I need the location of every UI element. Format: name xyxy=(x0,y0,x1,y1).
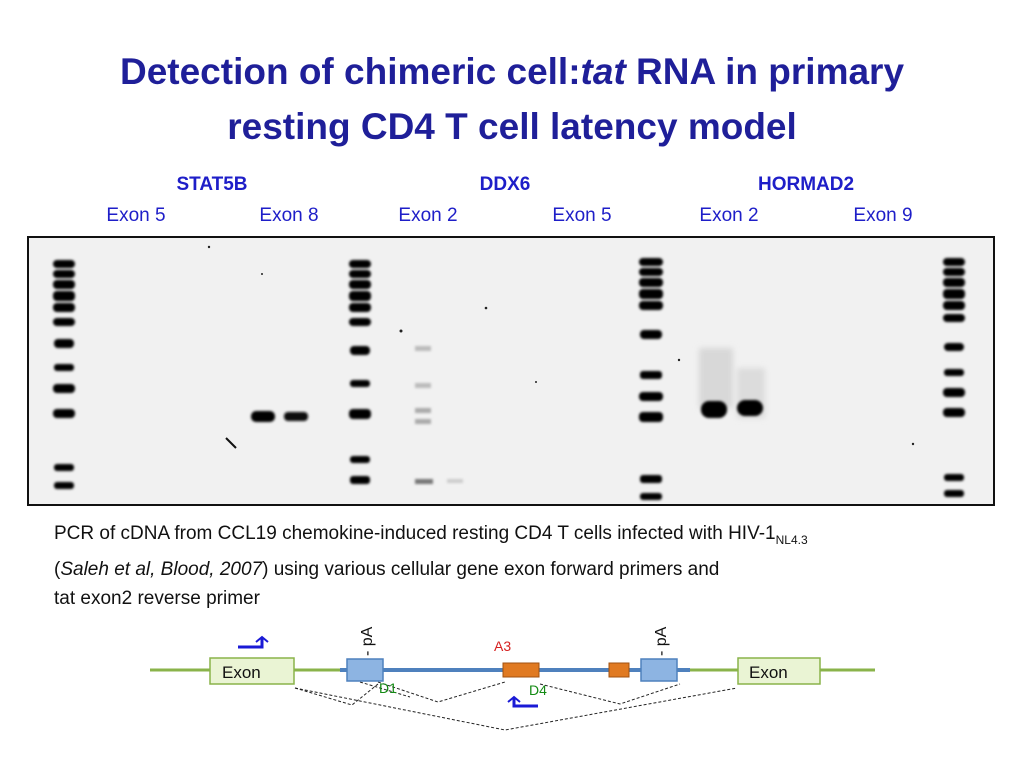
gel-graphic xyxy=(53,245,965,500)
ladder-lane-1 xyxy=(53,260,75,489)
hiv-exon-ltr xyxy=(640,658,678,682)
exon-label-1: Exon 5 xyxy=(106,205,166,226)
d1-label: D1 xyxy=(379,680,397,696)
gel-specks xyxy=(207,245,915,449)
hiv-exon-tat xyxy=(502,662,540,678)
caption-text-2: ) using various cellular gene exon forwa… xyxy=(262,558,720,580)
pa-left-label: - pA xyxy=(359,626,376,656)
ladder-lane-2 xyxy=(349,260,371,484)
title-text-b: RNA in primary xyxy=(625,51,905,92)
exon-label-2: Exon 8 xyxy=(259,205,319,226)
caption-subscript: NL4.3 xyxy=(775,532,808,547)
left-cellular-exon xyxy=(209,657,295,685)
exon-label-5: Exon 2 xyxy=(699,205,759,226)
right-cellular-exon xyxy=(737,657,821,685)
forward-primer-arrow-icon xyxy=(238,635,269,649)
gene-label-hormad2: HORMAD2 xyxy=(757,174,855,195)
exon-label-4: Exon 5 xyxy=(552,205,612,226)
hiv-exon-tat2 xyxy=(608,662,630,678)
splice-lines xyxy=(294,681,738,731)
title-text-a: Detection of chimeric cell: xyxy=(119,51,581,92)
figure-caption: PCR of cDNA from CCL19 chemokine-induced… xyxy=(54,519,994,613)
reverse-primer-arrow-icon xyxy=(507,695,538,708)
gel-image xyxy=(27,236,995,506)
right-exon-label: Exon xyxy=(749,663,788,682)
slide-title: Detection of chimeric cell:tat RNA in pr… xyxy=(0,44,1024,154)
title-line-1: Detection of chimeric cell:tat RNA in pr… xyxy=(0,44,1024,99)
title-text-italic: tat xyxy=(580,51,626,92)
caption-line-1: PCR of cDNA from CCL19 chemokine-induced… xyxy=(54,519,994,555)
gene-label-ddx6: DDX6 xyxy=(479,174,531,195)
d4-label: D4 xyxy=(529,682,547,698)
pa-right-label: - pA xyxy=(653,626,670,656)
caption-line-2: (Saleh et al, Blood, 2007) using various… xyxy=(54,555,994,584)
sample-bands xyxy=(251,346,765,484)
splice-diagram: Exon Exon - pA - pA A3 D1 D4 xyxy=(150,626,875,731)
exon-label-3: Exon 2 xyxy=(398,205,458,226)
ladder-lane-3 xyxy=(639,258,663,500)
caption-paren: ( xyxy=(54,558,61,580)
gene-label-stat5b: STAT5B xyxy=(176,174,248,195)
exon-label-6: Exon 9 xyxy=(853,205,913,226)
left-exon-label: Exon xyxy=(222,663,261,682)
ladder-lane-4 xyxy=(943,258,965,497)
caption-line-3: tat exon2 reverse primer xyxy=(54,587,260,609)
caption-text-1: PCR of cDNA from CCL19 chemokine-induced… xyxy=(54,523,776,544)
hiv-exon-1 xyxy=(346,658,384,682)
caption-citation: Saleh et al, Blood, 2007 xyxy=(60,558,263,580)
title-line-2: resting CD4 T cell latency model xyxy=(227,106,797,147)
a3-label: A3 xyxy=(494,638,511,654)
